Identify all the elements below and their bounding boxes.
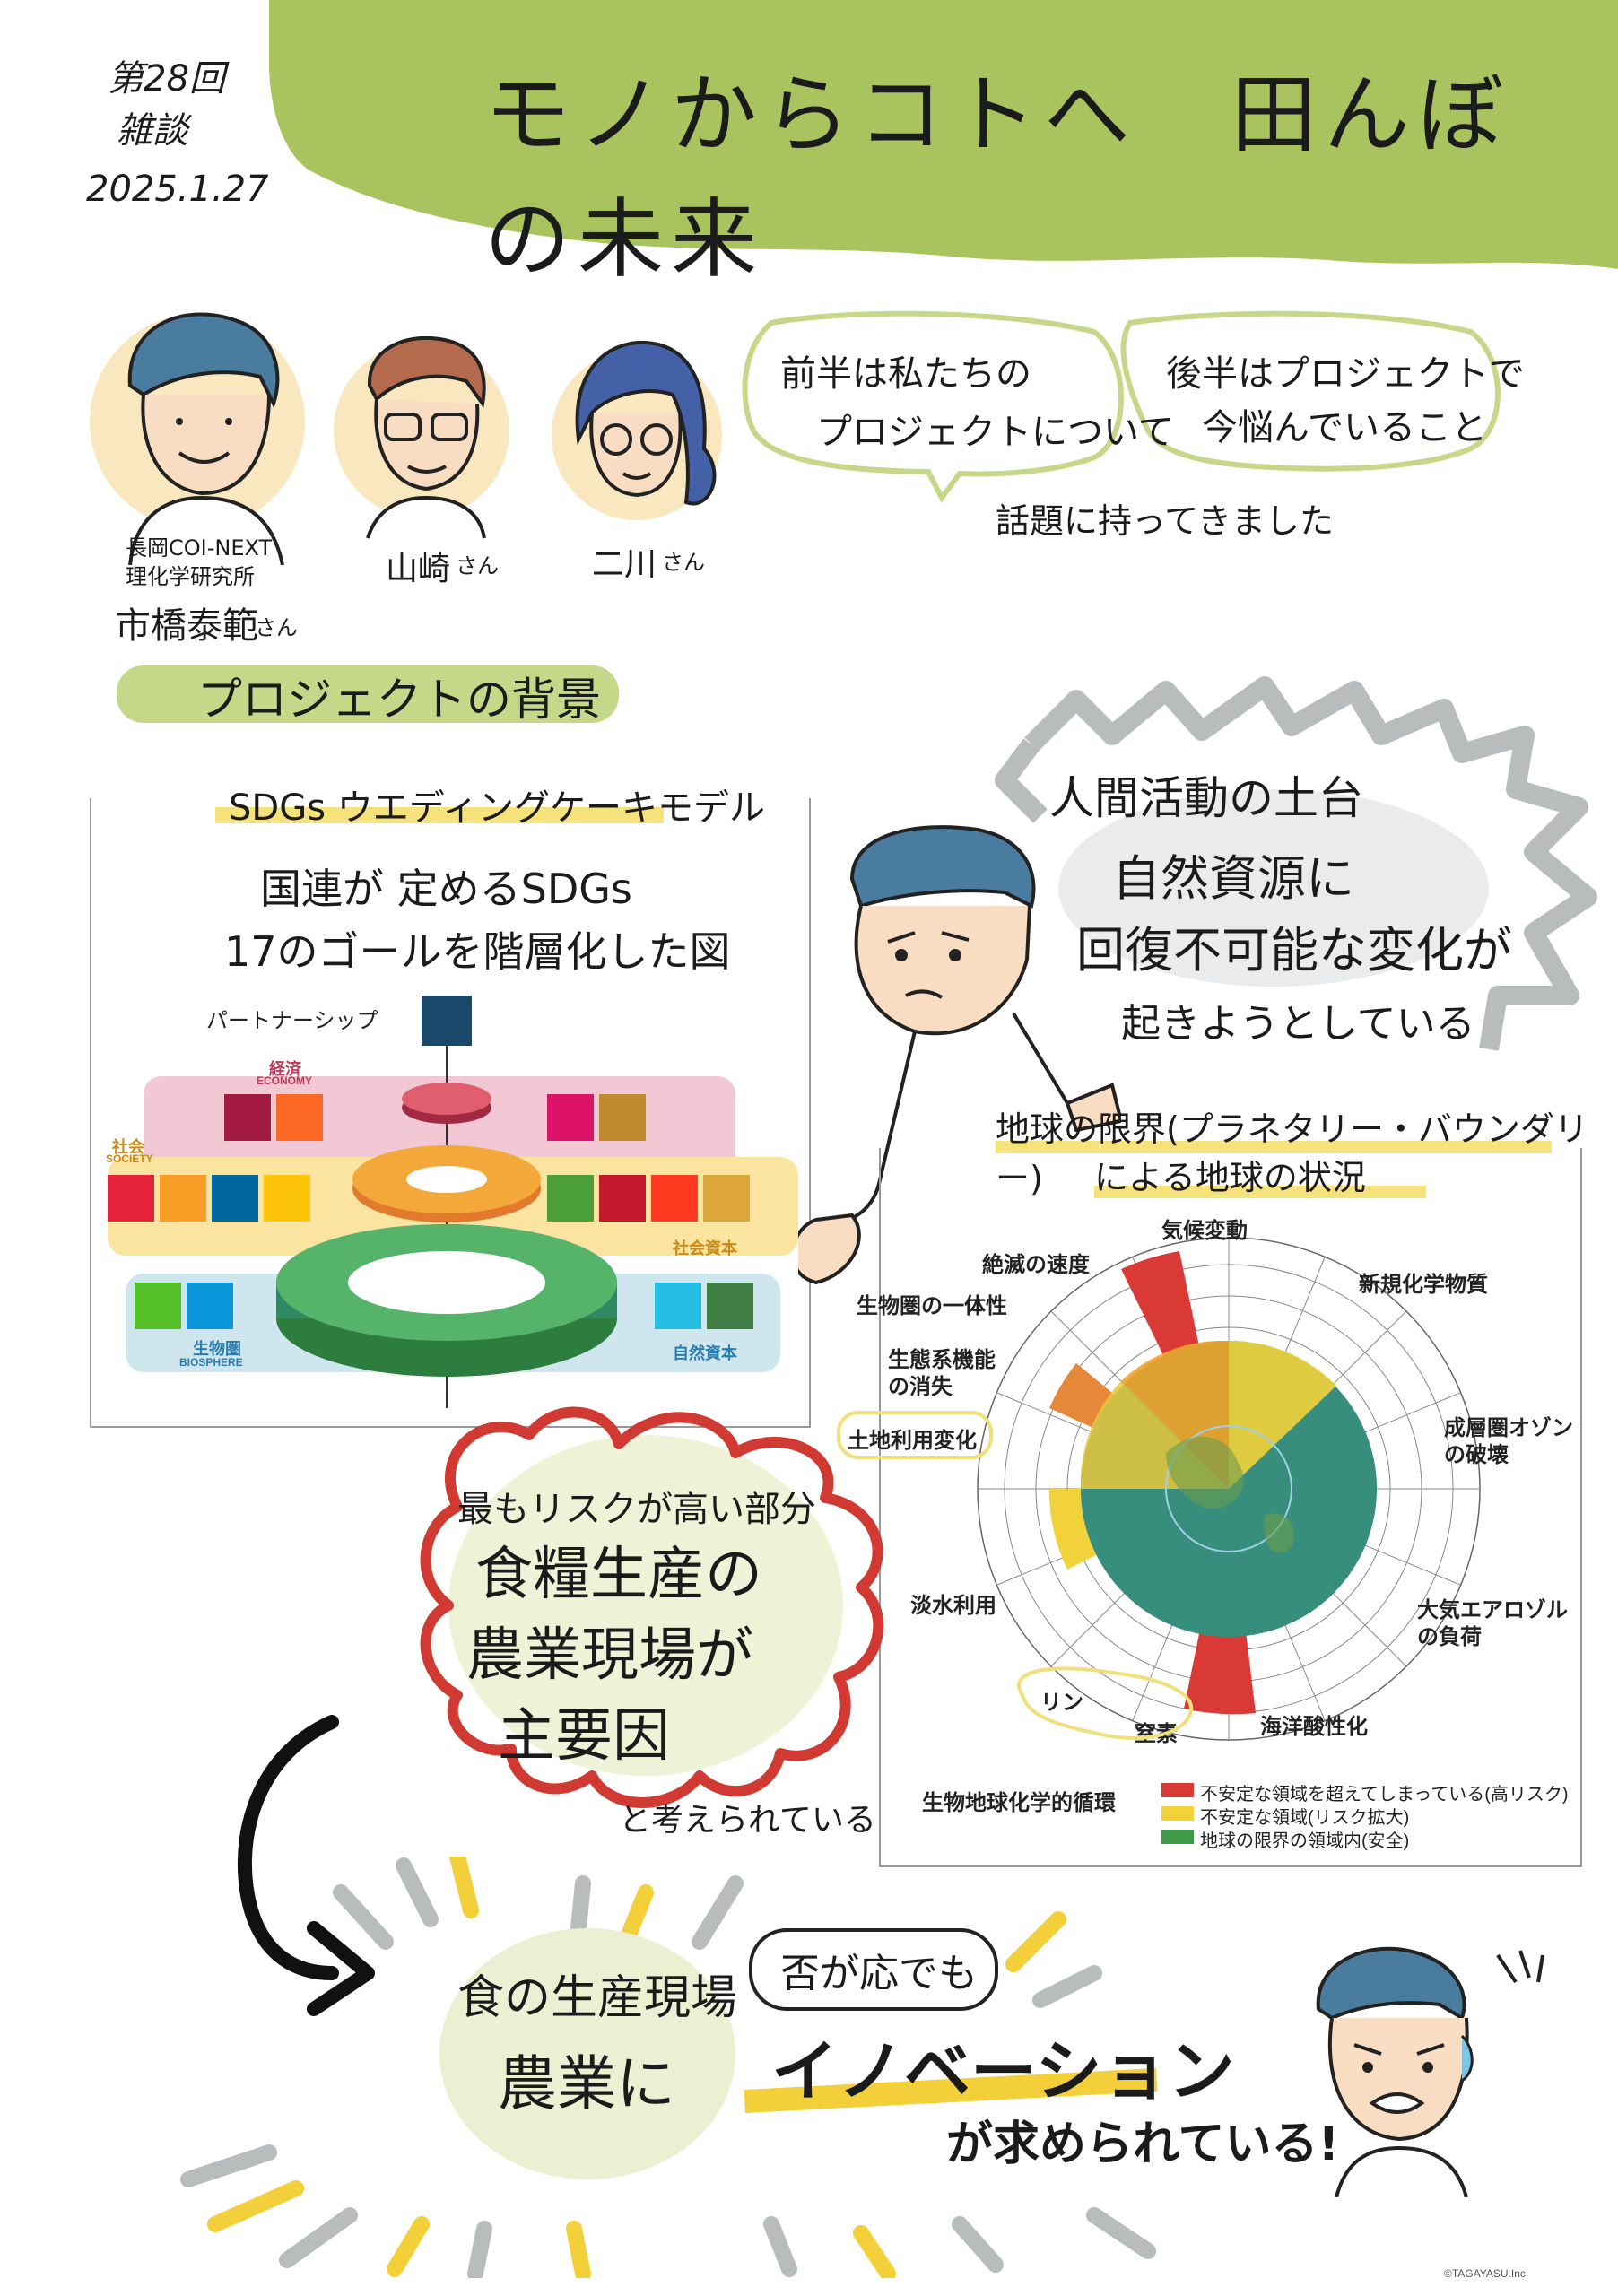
pb-label-ecofunc-2: の消失 <box>888 1375 953 1399</box>
sdgs-title: SDGs ウエディングケーキモデル <box>229 787 765 829</box>
legend-swatch-mid <box>1161 1806 1194 1821</box>
pb-label-phosphorus: リン <box>1040 1691 1083 1715</box>
speech-line-3: 回復不可能な変化が <box>1076 922 1512 978</box>
worried-man-illustration <box>798 825 1121 1285</box>
social-capital-label: 社会資本 <box>673 1239 737 1257</box>
sdgs-wedding-cake-diagram <box>108 996 798 1408</box>
partnership-label: パートナーシップ <box>206 1009 378 1033</box>
innovation-sub-bubble <box>749 1928 998 2011</box>
pb-label-ocean: 海洋酸性化 <box>1260 1715 1368 1739</box>
copyright: ©TAGAYASU.Inc <box>1444 2267 1526 2280</box>
page-title: モノからコトへ 田んぼの未来 <box>484 65 1510 290</box>
society-en-label: SOCIETY <box>106 1152 153 1165</box>
pb-label-climate: 気候変動 <box>1161 1219 1248 1243</box>
pb-label-ecofunc-1: 生態系機能 <box>888 1348 996 1372</box>
section-title: プロジェクトの背景 <box>197 674 601 726</box>
speech-cloud <box>995 676 1597 1051</box>
curved-arrow <box>237 1715 375 2016</box>
society-goal-tiles <box>108 1175 750 1222</box>
legend-swatch-high <box>1161 1783 1194 1797</box>
speech-line-4: 起きようとしている <box>1121 1001 1475 1047</box>
session-number: 第28回 <box>108 58 225 100</box>
risk-line-2: 食糧生産の <box>475 1542 762 1608</box>
person-2-suffix: さん <box>456 553 499 578</box>
person-3-suffix: さん <box>662 550 705 575</box>
person-1-affil: 理化学研究所 <box>126 564 255 589</box>
economy-label: 経済 <box>269 1060 301 1078</box>
legend-label-high: 不安定な領域を超えてしまっている(高リスク) <box>1200 1785 1569 1805</box>
planetary-boundaries-chart <box>977 1237 1481 1741</box>
conclusion-end: が求められている! <box>946 2118 1340 2171</box>
header-band <box>269 0 1618 269</box>
risk-line-1: 最もリスクが高い部分 <box>457 1489 816 1530</box>
portrait-futakawa <box>552 340 722 520</box>
pb-label-ozone-1: 成層圏オゾン <box>1444 1416 1573 1440</box>
planetary-title-highlight <box>996 1141 1552 1153</box>
person-3-name: 二川 <box>592 546 657 583</box>
sdgs-panel-frame <box>90 798 811 1428</box>
pb-label-extinction: 絶滅の速度 <box>982 1253 1090 1277</box>
pb-label-biogeochem: 生物地球化学的循環 <box>922 1791 1116 1815</box>
conclusion-line-2: 農業に <box>498 2049 675 2118</box>
portrait-yamazaki <box>334 335 509 539</box>
pb-label-novel: 新規化学物質 <box>1359 1273 1488 1297</box>
conclusion-circle <box>439 1928 735 2179</box>
biosphere-goal-tiles <box>135 1283 753 1329</box>
bubble-2-line-2: 今悩んでいること <box>1202 407 1487 448</box>
risk-line-4: 主要因 <box>498 1703 670 1770</box>
pb-label-aerosol-1: 大気エアロゾル <box>1417 1598 1568 1622</box>
legend-label-safe: 地球の限界の領域内(安全) <box>1200 1831 1410 1851</box>
person-1-org: 長岡COI-NEXT <box>126 535 273 561</box>
risk-line-5: と考えられている <box>619 1802 876 1839</box>
pb-label-ozone-2: の破壊 <box>1444 1443 1509 1467</box>
portraits <box>90 312 722 565</box>
economy-goal-tiles <box>224 1094 646 1141</box>
pb-label-nitrogen: 窒素 <box>1135 1722 1178 1746</box>
shocked-man-illustration <box>1316 1946 1544 2197</box>
conclusion-line-1: 食の生産現場 <box>457 1971 738 2025</box>
legend-label-mid: 不安定な領域(リスク拡大) <box>1200 1808 1410 1828</box>
portrait-ichihashi <box>90 312 305 565</box>
sdgs-title-highlight <box>215 807 664 823</box>
pb-highlight-outlines <box>837 1411 1194 1740</box>
sdgs-desc-line-1: 国連が 定めるSDGs <box>260 865 632 913</box>
sdgs-desc-line-2: 17のゴールを階層化した図 <box>224 927 731 976</box>
society-label: 社会 <box>112 1138 144 1156</box>
legend-swatch-safe <box>1161 1830 1194 1844</box>
keyword-innovation: イノベーション <box>771 2033 1235 2110</box>
speech-line-1: 人間活動の土台 <box>1049 772 1363 824</box>
section-title-highlight <box>117 665 619 723</box>
biosphere-en-label: BIOSPHERE <box>179 1356 243 1369</box>
session-date: 2025.1.27 <box>86 169 269 210</box>
session-label: 雑談 <box>117 110 188 152</box>
pb-label-landuse: 土地利用変化 <box>848 1429 977 1453</box>
economy-en-label: ECONOMY <box>257 1074 313 1087</box>
planetary-title-line-2: による地球の状況 <box>1094 1158 1366 1197</box>
burst-lines <box>180 1857 1156 2278</box>
biosphere-label: 生物圏 <box>193 1340 241 1358</box>
bubble-1-line-2: プロジェクトについて <box>816 412 1174 453</box>
risk-line-3: 農業現場が <box>466 1622 753 1689</box>
bubble-1-line-1: 前半は私たちの <box>780 353 1031 395</box>
intro-bubbles <box>742 310 1501 503</box>
natural-capital-label: 自然資本 <box>673 1344 737 1362</box>
planetary-panel-frame <box>879 1148 1582 1867</box>
bubble-2-line-1: 後半はプロジェクトで <box>1166 353 1525 395</box>
person-2-name: 山崎 <box>386 551 451 587</box>
intro-caption: 話題に持ってきました <box>996 501 1334 541</box>
risk-bubble <box>420 1406 884 1808</box>
person-1-suffix: さん <box>255 615 298 640</box>
pb-label-biointegrity: 生物圏の一体性 <box>857 1294 1007 1318</box>
pb-label-aerosol-2: の負荷 <box>1417 1625 1482 1649</box>
planetary-title-line-1: 地球の限界(プラネタリー・バウンダリー) <box>996 1109 1588 1198</box>
person-1-name: 市橋泰範 <box>115 605 258 647</box>
innovation-sub: 否が応でも <box>780 1951 978 1996</box>
speech-line-2: 自然資源に <box>1112 850 1354 907</box>
pb-label-freshwater: 淡水利用 <box>910 1594 996 1618</box>
planetary-title-highlight-2 <box>1094 1186 1426 1198</box>
